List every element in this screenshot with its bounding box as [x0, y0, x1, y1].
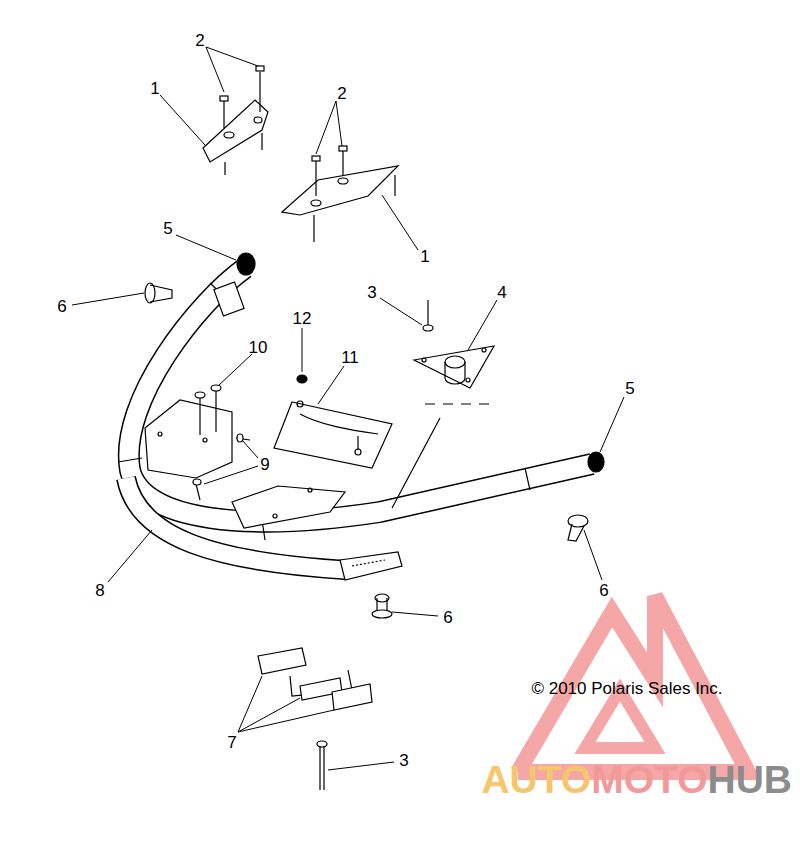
callout-number: 1: [150, 80, 159, 97]
callout-number: 3: [367, 284, 376, 301]
copyright-note: © 2010 Polaris Sales Inc.: [531, 680, 722, 697]
callout-number: 6: [57, 298, 66, 315]
watermark-text: AUTO: [481, 760, 591, 799]
callout-number: 8: [95, 582, 104, 599]
callout-number: 5: [625, 380, 634, 397]
callout-number: 12: [293, 310, 312, 327]
callout-number: 7: [227, 734, 236, 751]
callout-number: 9: [260, 456, 269, 473]
watermark-text: MOTO: [591, 760, 707, 799]
part-lines: [118, 66, 604, 790]
callout-number: 6: [443, 609, 452, 626]
callout-number: 6: [599, 582, 608, 599]
callout-number: 11: [341, 349, 359, 366]
callout-number: 4: [497, 284, 506, 301]
callout-number: 10: [249, 339, 268, 356]
watermark-logo: [518, 596, 748, 772]
callout-number: 2: [195, 32, 204, 49]
watermark-text: HUB: [708, 760, 793, 799]
callout-number: 1: [420, 248, 429, 265]
callout-number: 2: [337, 85, 346, 102]
callout-number: 3: [399, 752, 408, 769]
callout-number: 5: [163, 220, 172, 237]
leader-lines: [72, 47, 624, 770]
